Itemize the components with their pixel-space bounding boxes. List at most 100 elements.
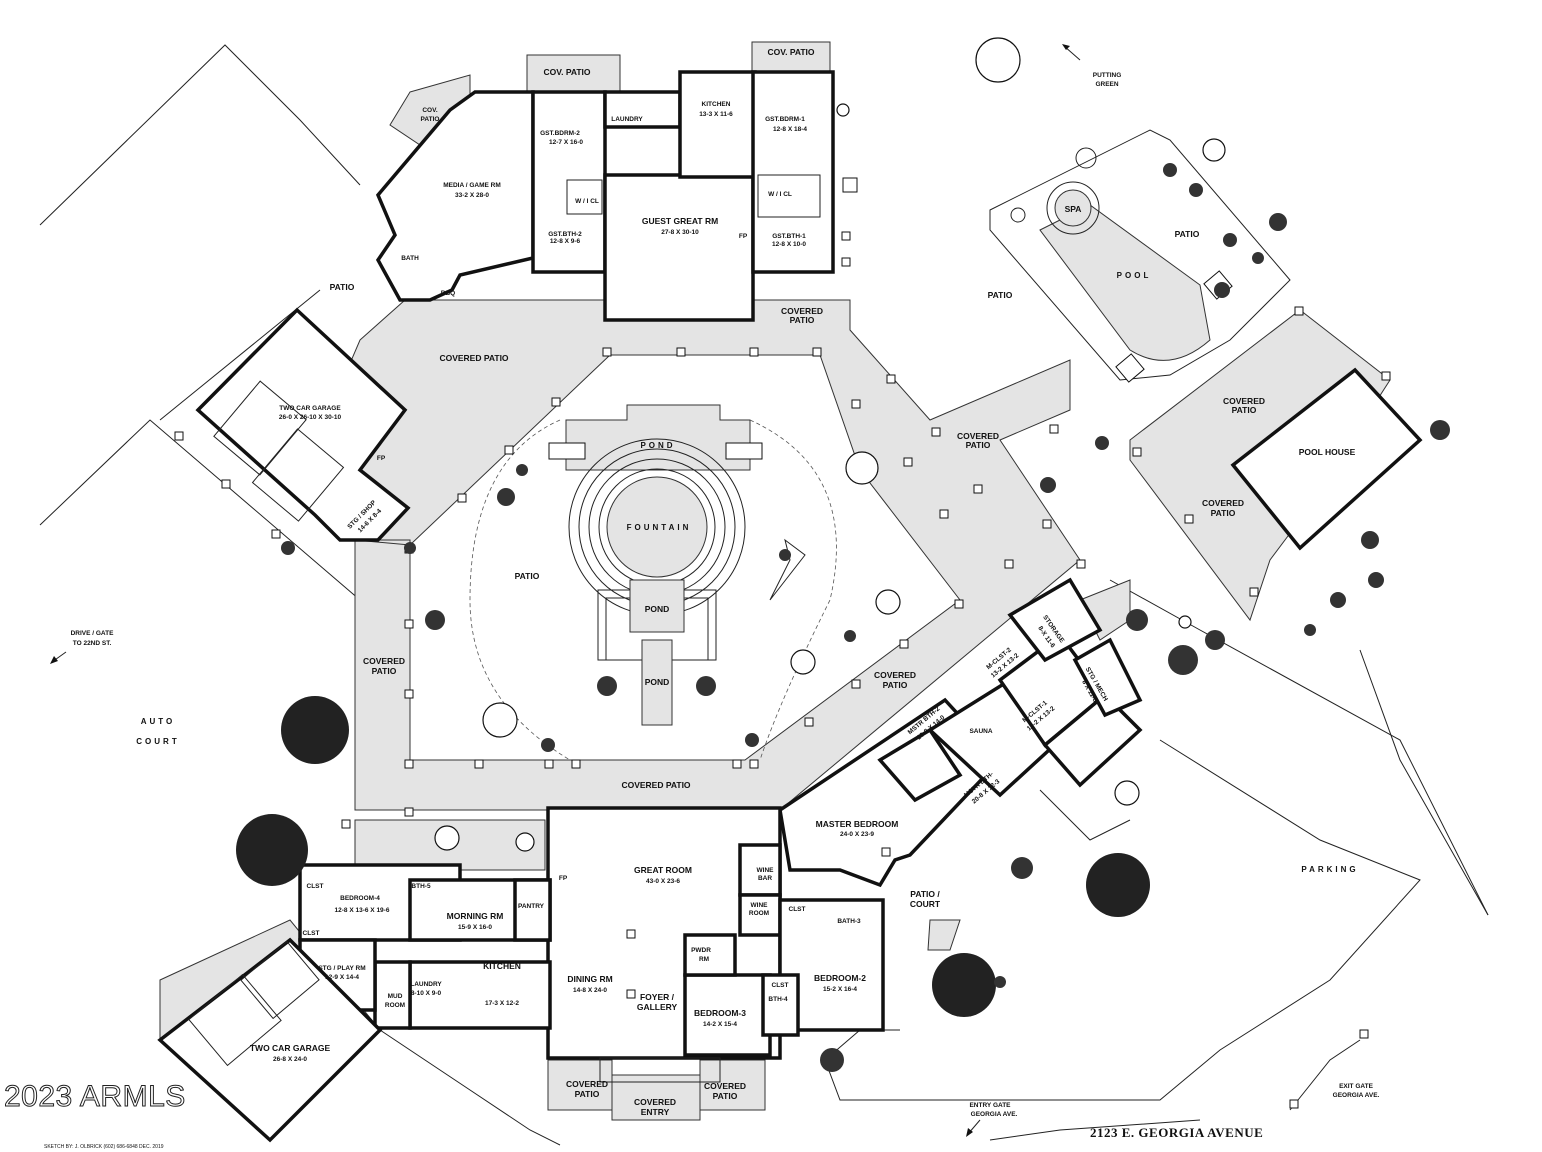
label-bedroom-2-dim: 15-2 X 16-4	[823, 986, 857, 993]
label-pool: POOL	[1117, 271, 1152, 280]
label-clst-3: CLST	[303, 930, 320, 937]
label-covered-patio-left-b: PATIO	[372, 666, 397, 676]
label-media-game: MEDIA / GAME RM	[443, 182, 501, 189]
label-cov-patio-3b: PATIO	[421, 116, 440, 123]
label-cov-patio-3a: COV.	[422, 107, 437, 114]
sketch-credit: SKETCH BY: J. OLBRICK (602) 686-6848 DEC…	[44, 1144, 164, 1150]
label-patio-center: PATIO	[515, 571, 540, 581]
label-master-bedroom-dim: 24-0 X 23-9	[840, 831, 874, 838]
label-stg-play-dim: 12-9 X 14-4	[325, 974, 359, 981]
label-guest-great-dim: 27-8 X 30-10	[661, 229, 699, 236]
label-clst-2: CLST	[307, 883, 324, 890]
label-two-car-garage-2-dim: 26-8 X 24-0	[273, 1056, 307, 1063]
label-bth-4: BTH-4	[768, 996, 788, 1003]
label-great-room-dim: 43-0 X 23-6	[646, 878, 680, 885]
label-pwdr-a: PWDR	[691, 947, 711, 954]
label-pantry: PANTRY	[518, 903, 545, 910]
label-covered-patio-ph2-b: PATIO	[1211, 508, 1236, 518]
label-drive-gate-b: TO 22ND ST.	[73, 640, 112, 647]
label-clst-4: CLST	[772, 982, 789, 989]
label-drive-gate-a: DRIVE / GATE	[71, 630, 115, 637]
label-pond-2: POND	[645, 604, 670, 614]
label-sauna: SAUNA	[969, 728, 992, 735]
label-auto-court-a: AUTO	[141, 717, 176, 726]
label-exit-gate-b: GEORGIA AVE.	[1333, 1092, 1380, 1099]
label-wine-bar-a: WINE	[757, 867, 775, 874]
label-exit-gate-a: EXIT GATE	[1339, 1083, 1373, 1090]
label-kitchen-guest-dim: 13-3 X 11-6	[699, 111, 733, 118]
label-guest-great: GUEST GREAT RM	[642, 216, 718, 226]
label-bedroom-4-dim: 12-8 X 13-6 X 19-6	[335, 907, 390, 914]
label-putting-green-a: PUTTING	[1093, 72, 1122, 79]
label-bth-5: BTH-5	[411, 883, 431, 890]
label-pwdr-b: RM	[699, 956, 709, 963]
building-walls	[157, 70, 1423, 1143]
label-gst-bdrm-1: GST.BDRM-1	[765, 116, 805, 123]
label-morning-rm: MORNING RM	[447, 911, 504, 921]
direction-arrows	[50, 44, 1081, 1137]
label-covered-patio-right-b: PATIO	[966, 440, 991, 450]
label-cov-patio-2: COV. PATIO	[767, 47, 814, 57]
label-great-room: GREAT ROOM	[634, 865, 692, 875]
label-mud-room-a: MUD	[388, 993, 403, 1000]
label-spa: SPA	[1065, 204, 1082, 214]
label-two-car-garage-1: TWO CAR GARAGE	[279, 405, 341, 412]
label-bedroom-3: BEDROOM-3	[694, 1008, 746, 1018]
label-dining-rm-dim: 14-8 X 24-0	[573, 987, 607, 994]
label-covered-patio-top-a: COVERED	[781, 306, 823, 316]
label-covered-patio-b2-a: COVERED	[704, 1081, 746, 1091]
label-bedroom-3-dim: 14-2 X 15-4	[703, 1021, 737, 1028]
label-kitchen-main-dim: 17-3 X 12-2	[485, 1000, 519, 1007]
label-covered-patio-b1-a: COVERED	[566, 1079, 608, 1089]
label-covered-patio-diag-a: COVERED	[874, 670, 916, 680]
label-gst-bth-1-dim: 12-8 X 10-0	[772, 241, 806, 248]
label-gst-bth-2: GST.BTH-2	[548, 231, 582, 238]
label-covered-entry-a: COVERED	[634, 1097, 676, 1107]
label-laundry-main-dim: 8-10 X 9-0	[411, 990, 442, 997]
label-laundry-guest: LAUNDRY	[611, 116, 643, 123]
label-wicl-2: W / I CL	[768, 191, 792, 198]
label-gst-bdrm-2: GST.BDRM-2	[540, 130, 580, 137]
label-bath: BATH	[401, 255, 419, 262]
landscaping	[236, 37, 1450, 1072]
label-pond-3: POND	[645, 677, 670, 687]
label-foyer-a: FOYER /	[640, 992, 675, 1002]
label-dining-rm: DINING RM	[567, 974, 612, 984]
label-two-car-garage-2: TWO CAR GARAGE	[250, 1043, 331, 1053]
label-covered-patio-main: COVERED PATIO	[439, 353, 508, 363]
label-gst-bdrm-2-dim: 12-7 X 16-0	[549, 139, 583, 146]
label-wine-bar-b: BAR	[758, 875, 772, 882]
label-gst-bdrm-1-dim: 12-8 X 18-4	[773, 126, 807, 133]
label-master-bedroom: MASTER BEDROOM	[816, 819, 899, 829]
label-patio-1: PATIO	[330, 282, 355, 292]
label-patio-3: PATIO	[1175, 229, 1200, 239]
patio-columns	[174, 231, 1391, 1109]
label-wine-room-a: WINE	[751, 902, 769, 909]
label-auto-court-b: COURT	[136, 737, 179, 746]
label-covered-patio-diag-b: PATIO	[883, 680, 908, 690]
label-patio-court-b: COURT	[910, 899, 941, 909]
label-pool-house: POOL HOUSE	[1299, 447, 1356, 457]
label-wine-room-b: ROOM	[749, 910, 769, 917]
label-bedroom-2: BEDROOM-2	[814, 973, 866, 983]
label-fountain: FOUNTAIN	[627, 523, 692, 532]
label-patio-2: PATIO	[988, 290, 1013, 300]
label-morning-rm-dim: 15-9 X 16-0	[458, 924, 492, 931]
label-covered-patio-b1-b: PATIO	[575, 1089, 600, 1099]
label-entry-gate-a: ENTRY GATE	[969, 1102, 1011, 1109]
label-two-car-garage-1-dim: 26-0 X 26-10 X 30-10	[279, 414, 342, 421]
label-covered-patio-left-a: COVERED	[363, 656, 405, 666]
label-wicl-1: W / I CL	[575, 198, 599, 205]
label-kitchen-main: KITCHEN	[483, 961, 521, 971]
label-pond-1: POND	[640, 441, 675, 450]
label-gst-bth-2-dim: 12-8 X 9-6	[550, 238, 581, 245]
label-kitchen-guest: KITCHEN	[702, 101, 731, 108]
pool-area	[989, 129, 1291, 383]
label-gst-bth-1: GST.BTH-1	[772, 233, 806, 240]
courtyard-water-features	[469, 404, 837, 761]
label-parking: PARKING	[1301, 865, 1358, 874]
label-covered-patio-b2-b: PATIO	[713, 1091, 738, 1101]
label-covered-patio-top-b: PATIO	[790, 315, 815, 325]
label-patio-court-a: PATIO /	[910, 889, 940, 899]
